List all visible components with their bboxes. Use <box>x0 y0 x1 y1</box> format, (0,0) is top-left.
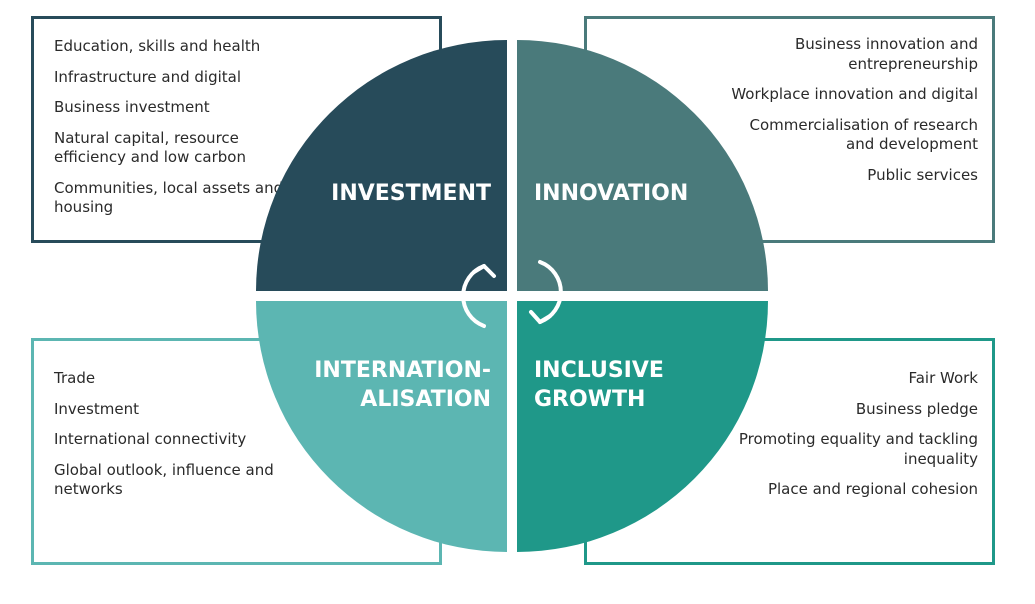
innovation-title: INNOVATION <box>534 181 688 206</box>
innovation-quadrant <box>517 40 768 291</box>
internationalisation-title-line1: INTERNATION- <box>314 358 491 383</box>
list-item: Commercialisation of research and develo… <box>749 115 978 154</box>
list-item: Investment <box>54 399 139 418</box>
list-item: Public services <box>867 165 978 184</box>
internationalisation-list: Trade Investment International connectiv… <box>54 369 304 511</box>
inclusive-growth-quadrant <box>517 301 768 552</box>
list-item: Education, skills and health <box>54 37 261 55</box>
inclusive-growth-list: Fair Work Business pledge Promoting equa… <box>728 369 978 511</box>
list-item: Fair Work <box>908 369 978 387</box>
list-item: Infrastructure and digital <box>54 67 242 86</box>
investment-title: INVESTMENT <box>331 181 491 206</box>
list-item: International connectivity <box>54 430 247 448</box>
list-item: Business innovation and entrepreneurship <box>794 35 978 73</box>
investment-list: Education, skills and health Infrastruct… <box>54 37 304 229</box>
list-item: Business pledge <box>855 399 978 418</box>
internationalisation-title-line2: ALISATION <box>360 387 491 412</box>
list-item: Global outlook, influence and networks <box>54 460 274 499</box>
list-item: Trade <box>54 369 96 387</box>
list-item: Promoting equality and tackling inequali… <box>738 430 978 468</box>
list-item: Business investment <box>54 98 210 116</box>
list-item: Communities, local assets and housing <box>54 178 284 217</box>
list-item: Natural capital, resource efficiency and… <box>54 128 246 167</box>
inclusive-growth-title-line2: GROWTH <box>534 387 645 412</box>
innovation-list: Business innovation and entrepreneurship… <box>728 35 978 196</box>
inclusive-growth-title-line1: INCLUSIVE <box>534 358 664 383</box>
list-item: Place and regional cohesion <box>767 480 978 498</box>
internationalisation-quadrant <box>256 301 507 552</box>
investment-quadrant <box>256 40 507 291</box>
cycle-arrows-icon <box>461 260 563 328</box>
list-item: Workplace innovation and digital <box>731 85 978 103</box>
